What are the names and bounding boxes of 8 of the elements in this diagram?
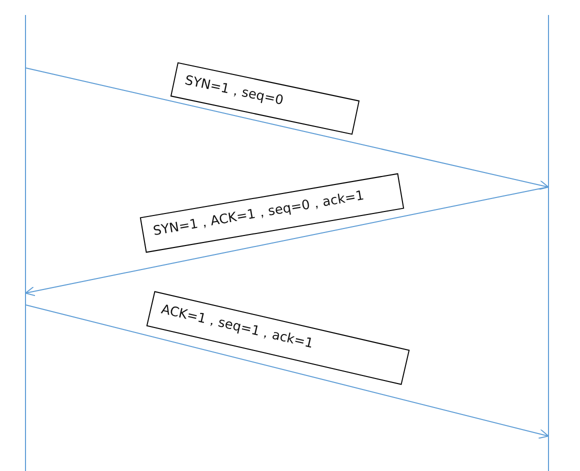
arrow [26, 304, 549, 439]
lifeline [548, 15, 549, 471]
arrow [25, 186, 548, 296]
arrow [26, 68, 549, 190]
message-label: SYN=1，seq=0 [170, 62, 360, 134]
message-label: ACK=1，seq=1，ack=1 [146, 291, 410, 385]
message-label: SYN=1，ACK=1，seq=0，ack=1 [140, 173, 404, 253]
lifeline [25, 15, 26, 471]
